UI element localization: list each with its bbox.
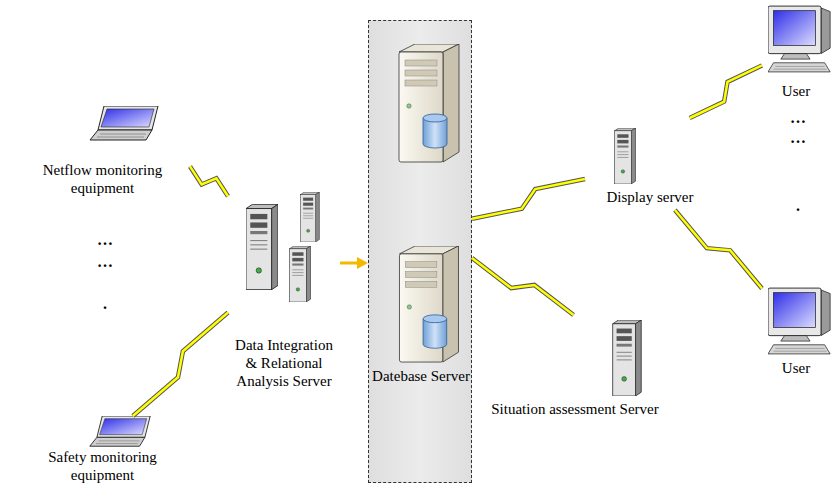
ellipsis-label: .: [778, 198, 818, 214]
bolt-fill: [472, 258, 574, 315]
server-icon: [615, 128, 636, 184]
device-node: Netflow monitoring equipment: [15, 105, 190, 203]
server-icon: [613, 320, 642, 396]
wireless-link: [472, 258, 574, 315]
bolt-outline: [133, 312, 228, 416]
wireless-link: [675, 210, 762, 288]
laptop-icon: [90, 416, 150, 446]
data-flow-arrow: [340, 257, 368, 269]
database-icon: [399, 44, 459, 162]
laptop-icon: [90, 106, 158, 140]
database-region-fill: [368, 20, 472, 483]
server-node: Situation assessment Server: [478, 315, 672, 422]
database-region: Datebase Server: [368, 20, 472, 483]
bolt-outline: [690, 65, 762, 118]
user-monitor-icon: [768, 288, 830, 354]
wireless-link: [190, 166, 228, 196]
bolt-outline: [472, 179, 585, 219]
bolt-outline: [675, 210, 762, 288]
database-icon: [399, 246, 458, 362]
node-label: Datebase Server: [371, 367, 471, 385]
wireless-link: [133, 312, 228, 416]
server-node: Display server: [585, 118, 715, 210]
ellipsis-label: …: [778, 110, 818, 126]
node-label: User: [764, 359, 828, 377]
bolt-fill: [472, 179, 585, 219]
user-node: User: [762, 0, 830, 106]
ellipsis-label: …: [85, 232, 125, 248]
node-label: Netflow monitoring equipment: [28, 161, 178, 197]
server-icon: [301, 192, 320, 242]
server-icon: [290, 246, 311, 302]
node-label: User: [764, 82, 828, 100]
bolt-outline: [190, 166, 228, 196]
arrow-line: [340, 262, 359, 265]
bolt-fill: [690, 65, 762, 118]
bolt-fill: [133, 312, 228, 416]
bolt-fill: [190, 166, 228, 196]
user-node: User: [762, 283, 830, 381]
wireless-link: [690, 65, 762, 118]
device-node: Safety monitoring equipment: [15, 416, 190, 486]
node-label: Situation assessment Server: [480, 400, 670, 418]
node-label: Data Integration & Relational Analysis S…: [230, 336, 338, 390]
ellipsis-label: .: [85, 296, 125, 312]
ellipsis-label: …: [85, 254, 125, 270]
server-icon: [246, 204, 278, 289]
node-label: Safety monitoring equipment: [28, 448, 178, 484]
ellipsis-label: …: [778, 130, 818, 146]
user-monitor-icon: [768, 6, 830, 72]
server-node: Data Integration & Relational Analysis S…: [228, 186, 340, 400]
wireless-link: [472, 179, 585, 219]
arrow-head: [357, 257, 368, 269]
bolt-fill: [675, 210, 762, 288]
node-label: Display server: [587, 188, 713, 206]
bolt-outline: [472, 258, 574, 315]
